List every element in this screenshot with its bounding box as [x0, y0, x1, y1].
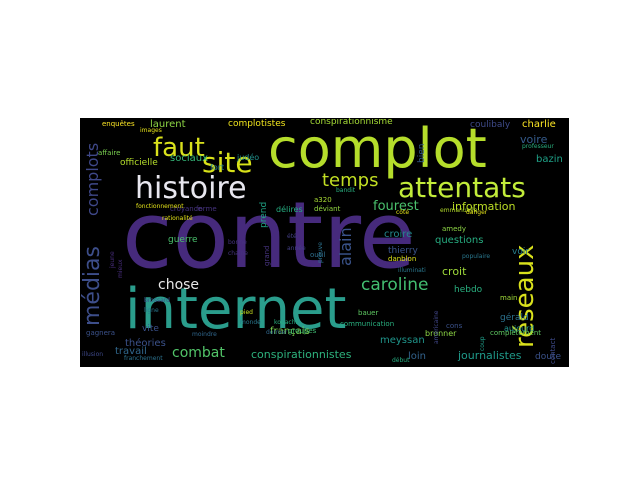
word-brossard: gagnera	[86, 329, 116, 337]
word-voir: voir	[512, 247, 530, 257]
word-aujourd: aujourd	[504, 324, 535, 333]
word-preuve: été	[287, 233, 297, 240]
word-information: information	[452, 200, 516, 213]
word-caroline: caroline	[361, 275, 429, 295]
word-francais: français	[270, 326, 310, 337]
word-officielles: preuve	[317, 242, 324, 263]
word-voire: voire	[520, 133, 548, 146]
word-groupes: bauer	[358, 309, 379, 317]
word-vite: vite	[142, 324, 159, 334]
word-chute: populaire	[462, 253, 491, 260]
word-completement: emmanuelle	[440, 207, 478, 214]
word-journalistes: journalistes	[458, 349, 522, 362]
word-americaine: coup	[479, 336, 486, 351]
word-illuminati: contact	[549, 337, 557, 364]
word-danblon: danblon	[388, 255, 417, 263]
word-grand: grand	[263, 245, 271, 267]
word-main: illuminati	[398, 267, 426, 274]
word-croit: croit	[442, 265, 467, 278]
word-coup: complètement	[490, 329, 542, 337]
word-complotistes: complotistes	[228, 119, 286, 129]
word-travail: travail	[115, 346, 147, 357]
word-musulman: rationalité	[162, 215, 193, 222]
word-illusion: cons	[446, 322, 463, 330]
word-fonctionnement: mieux	[117, 259, 124, 278]
word-communication: forme	[196, 205, 217, 213]
word-ligne: moindre	[192, 331, 217, 338]
word-delires: délires	[276, 205, 303, 214]
word-laurent: laurent	[150, 119, 186, 130]
word-loin: loin	[408, 351, 427, 362]
word-franchement: américaine	[433, 310, 440, 344]
word-judeo: judéo	[237, 153, 260, 162]
word-gagnera: illusion	[82, 351, 104, 358]
word-thierry: thierry	[388, 246, 418, 256]
word-debut: communication	[340, 320, 395, 328]
word-theories: théories	[125, 338, 166, 349]
word-officielle: officielle	[120, 158, 158, 168]
word-chose: chose	[158, 277, 200, 293]
word-coulibaly: coulibaly	[470, 120, 511, 130]
word-hebdo: hebdo	[454, 285, 483, 295]
word-dernier: groupes	[288, 327, 317, 335]
word-contact: enquêtes	[102, 120, 135, 128]
word-chaine: chaîne	[228, 250, 248, 257]
word-sociaux: sociaux	[170, 153, 208, 164]
word-monde: danger	[466, 209, 488, 216]
word-gerald: gérald	[500, 313, 529, 323]
word-mieux: ligne	[144, 307, 159, 314]
word-guerre: guerre	[168, 235, 198, 245]
word-deviant: déviant	[314, 205, 341, 213]
word-bazin: bazin	[536, 154, 563, 165]
word-temps: temps	[322, 170, 379, 191]
word-bandit: professeur	[522, 143, 554, 150]
word-emmanuelle: images	[140, 127, 162, 134]
word-affaire: jeune	[109, 251, 116, 268]
word-moindre: franchement	[124, 355, 163, 362]
word-meyssan: meyssan	[380, 335, 425, 346]
word-contre: contre	[122, 182, 416, 289]
word-faut: faut	[153, 133, 205, 163]
word-fort: fort	[210, 163, 225, 172]
word-bauer: croyance	[170, 205, 202, 213]
word-outil: pied	[240, 309, 253, 316]
word-prend: prend	[259, 201, 269, 228]
word-histoire: histoire	[135, 171, 247, 206]
word-bonne: bonne	[228, 239, 247, 246]
word-paris: fonctionnement	[136, 203, 184, 210]
word-ete: outil	[310, 251, 326, 259]
word-conspirationnisme: conspirationnisme	[310, 118, 393, 127]
word-bronner: bronner	[425, 329, 457, 338]
word-pied: côté	[396, 209, 410, 216]
word-internet: internet	[125, 277, 347, 342]
word-alain: alain	[336, 227, 355, 266]
word-attentats: attentats	[398, 171, 526, 204]
word-combat: combat	[172, 345, 225, 361]
word-kouachi: bandit	[336, 187, 356, 194]
word-conspirationnistes: conspirationnistes	[251, 348, 352, 361]
word-immediatement: kouachi	[274, 319, 298, 326]
word-bien: bien	[417, 143, 427, 163]
word-cons: main	[500, 294, 518, 302]
word-fourest: fourest	[373, 199, 419, 214]
word-fin: affaire	[98, 149, 121, 157]
word-questions: questions	[435, 235, 484, 246]
word-a320: a320	[314, 196, 332, 204]
word-genre: monde	[240, 319, 261, 326]
word-amedy: amedy	[442, 225, 467, 233]
word-cloud: contre internet complot histoire attenta…	[80, 118, 569, 367]
word-site: site	[202, 146, 253, 179]
word-medias: médias	[80, 246, 105, 326]
word-images: dernier	[266, 329, 288, 336]
word-enquetes: début	[392, 357, 410, 364]
word-jeune: brossard	[144, 297, 170, 304]
word-doute: doute	[535, 352, 561, 362]
word-donne: année	[287, 245, 306, 252]
word-charlie: charlie	[522, 119, 556, 130]
word-croire: croire	[384, 229, 413, 240]
word-complot: complot	[268, 118, 487, 180]
